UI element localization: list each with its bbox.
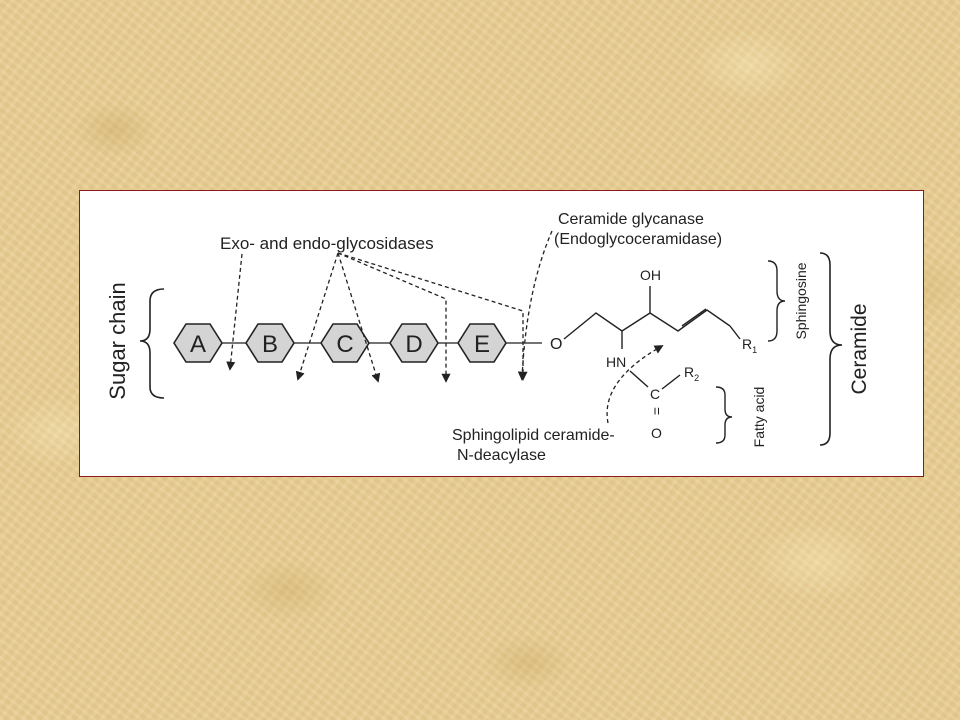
sugar-chain-label: Sugar chain (105, 282, 130, 399)
ceramide-glycanase-arrow (517, 230, 553, 381)
r2-subscript: 2 (694, 373, 699, 383)
sugar-label-c: C (336, 331, 353, 358)
r1-bond (729, 325, 741, 340)
sugar-hexagon-b: B (245, 323, 295, 363)
sugar-label-e: E (474, 331, 490, 358)
glycosidase-arrow-2 (295, 252, 339, 381)
ceramide-glycanase-label: Ceramide glycanase (558, 211, 704, 228)
sugar-hexagon-d: D (389, 323, 439, 363)
r1-subscript: 1 (752, 345, 757, 355)
ceramide-label: Ceramide (848, 303, 871, 394)
r1-label: R1 (742, 336, 757, 355)
sugar-chain-brace (139, 288, 165, 399)
n-deacylase-label: N-deacylase (457, 447, 546, 464)
trans-double-bond (681, 308, 707, 327)
diagram-panel: Sugar chain A B C D E Exo- and endo-glyc… (79, 190, 924, 477)
sphingosine-brace (767, 260, 786, 342)
sphingolipid-ceramide-label: Sphingolipid ceramide- (452, 427, 615, 444)
amine-label: HN (606, 354, 626, 370)
glycosidase-arrow-1 (226, 253, 243, 371)
endoglycoceramidase-label: (Endoglycoceramidase) (554, 231, 722, 248)
r2-label: R2 (684, 364, 699, 383)
sugar-hexagon-e: E (457, 323, 507, 363)
glycosidases-label: Exo- and endo-glycosidases (220, 234, 434, 253)
sugar-hexagon-c: C (320, 323, 370, 363)
fatty-acid-brace (715, 386, 733, 444)
fatty-acid-label: Fatty acid (751, 387, 767, 448)
ceramide-brace (819, 252, 843, 446)
carbon-r2-bond (661, 374, 681, 390)
sugar-label-d: D (405, 331, 422, 358)
deacylase-arrow (606, 345, 664, 424)
sphingosine-skeleton (563, 309, 731, 340)
hydroxyl-label: OH (640, 267, 661, 283)
sugar-label-b: B (262, 331, 278, 358)
carbonyl-carbon-label: C (650, 386, 660, 402)
sugar-hexagon-a: A (173, 323, 223, 363)
sphingolipid-diagram: Sugar chain A B C D E Exo- and endo-glyc… (105, 211, 871, 464)
oxygen-link-atom: O (550, 336, 562, 353)
double-bond-symbol: = (649, 407, 665, 415)
carbonyl-oxygen-label: O (651, 425, 662, 441)
sugar-label-a: A (190, 331, 206, 358)
sphingosine-label: Sphingosine (793, 262, 809, 339)
amide-bond (629, 370, 649, 388)
glycosidase-arrow-3 (337, 252, 381, 383)
